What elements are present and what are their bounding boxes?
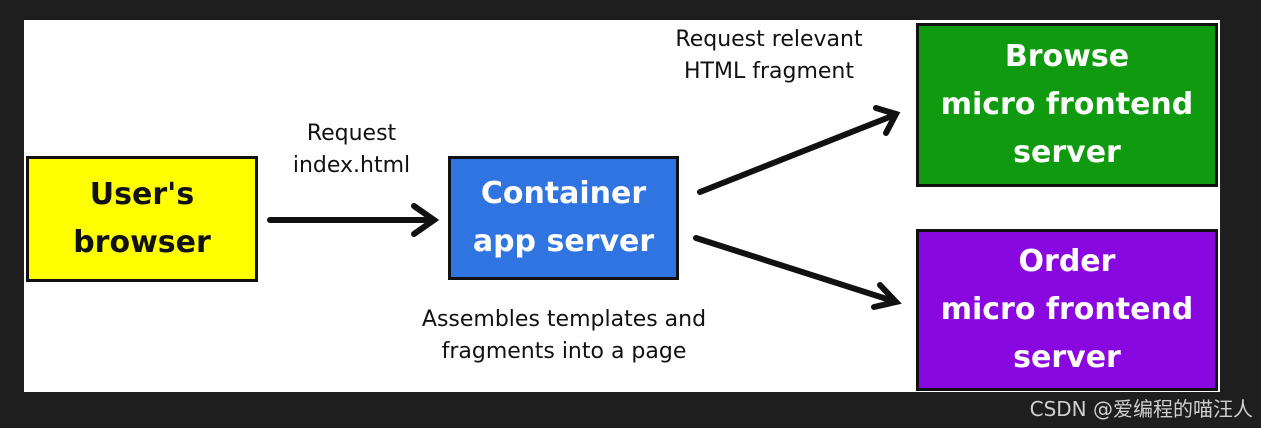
browse-micro-frontend-node: Browse micro frontend server [916,23,1218,187]
diagram-canvas: User's browser Container app server Brow… [24,20,1220,392]
users-browser-label: User's browser [73,177,211,260]
request-index-note: Request index.html [292,121,411,178]
arrow-container-to-browse-head [873,105,901,136]
browse-micro-frontend-label: Browse micro frontend server [940,39,1194,170]
container-app-server-node: Container app server [448,156,679,280]
order-micro-frontend-node: Order micro frontend server [916,229,1218,391]
container-app-server-label: Container app server [472,176,655,259]
arrow-browser-to-container-head [411,203,440,237]
users-browser-node: User's browser [26,156,258,282]
arrow-container-to-order [693,235,893,303]
request-fragment-note: Request relevant HTML fragment [675,27,863,84]
arrow-container-to-browse [697,113,895,195]
assembles-note: Assembles templates and fragments into a… [421,307,707,364]
order-micro-frontend-label: Order micro frontend server [940,244,1194,375]
arrow-container-to-order-head [871,282,902,310]
watermark: CSDN @爱编程的喵汪人 [1029,397,1253,421]
